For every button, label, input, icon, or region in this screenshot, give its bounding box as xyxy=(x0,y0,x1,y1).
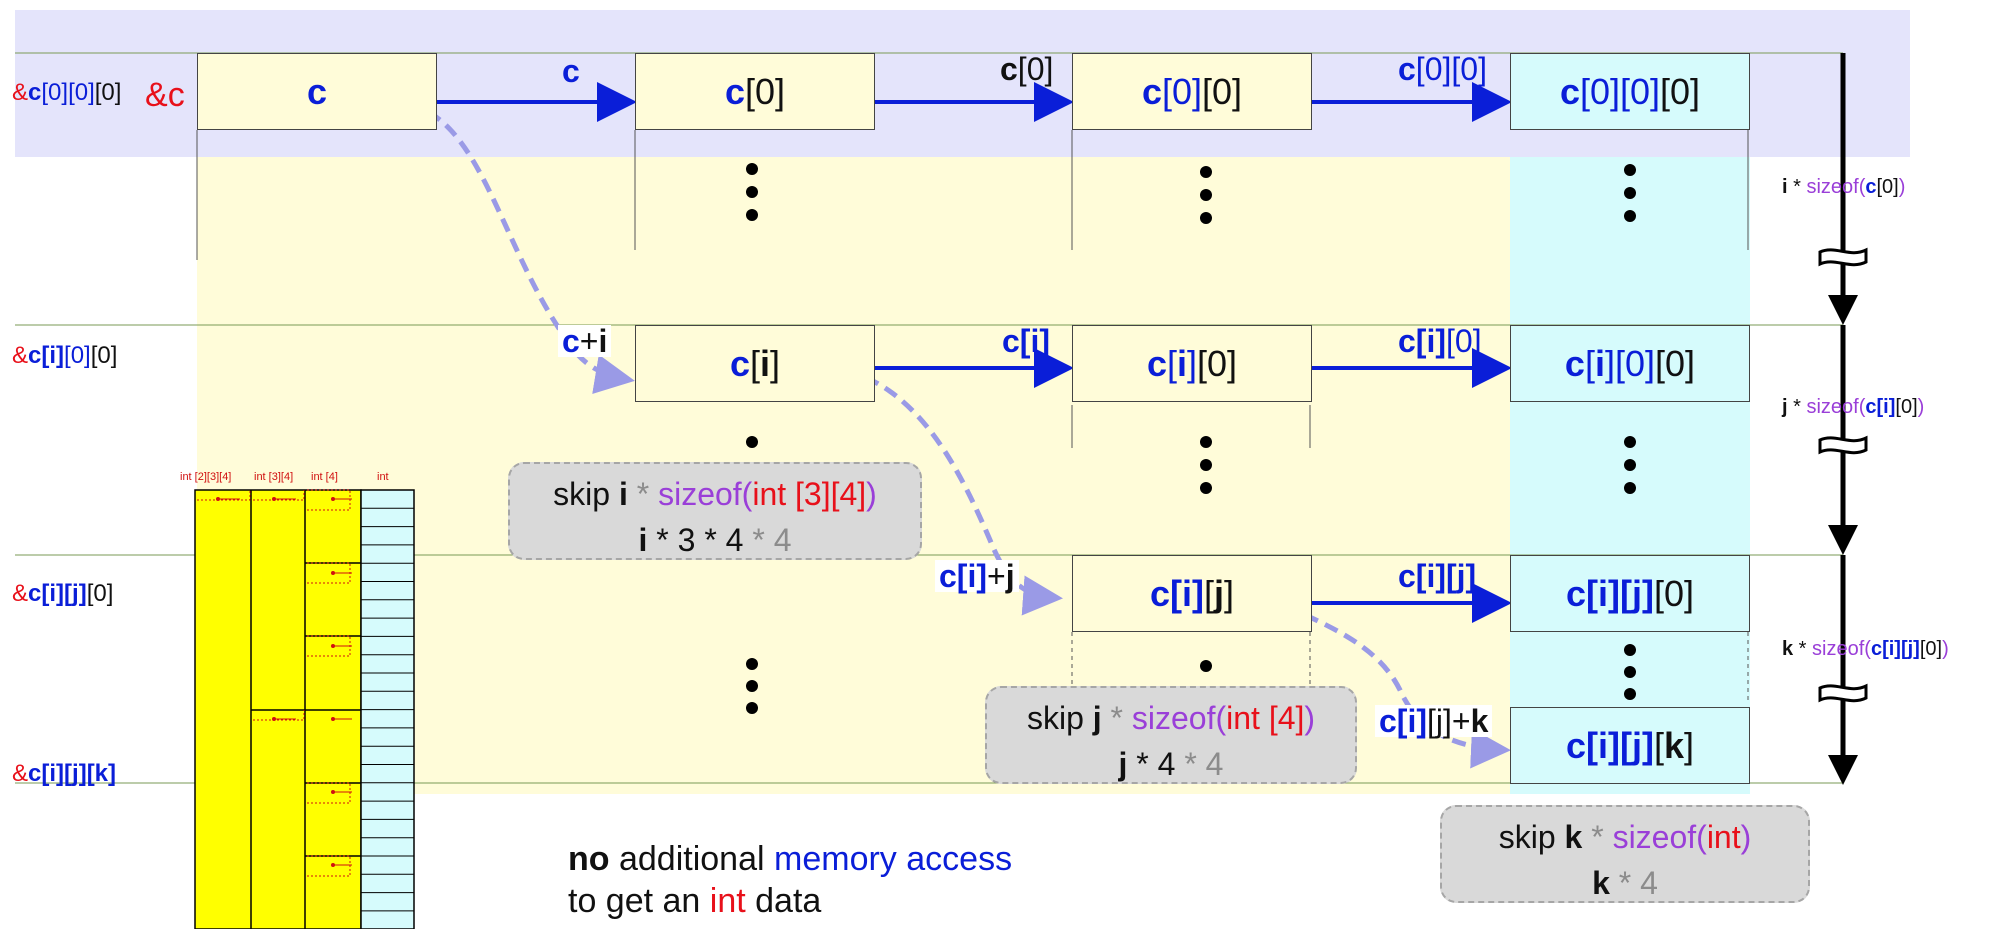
mem-header-int: int xyxy=(377,471,389,483)
arrow-label-cij: c[i][j] xyxy=(1398,558,1477,594)
stride-j: j * sizeof(c[i][0]) xyxy=(1782,396,1925,418)
box-c000: c[0][0][0] xyxy=(1510,53,1750,130)
box-c0: c[0] xyxy=(635,53,875,130)
stride-k: k * sizeof(c[i][j][0]) xyxy=(1782,638,1949,660)
arrow-label-c0: c[0] xyxy=(1000,51,1054,87)
box-cij0: c[i][j][0] xyxy=(1510,555,1750,632)
mem-header-int4: int [4] xyxy=(311,471,338,483)
label-c-plus-i: c+i xyxy=(558,325,612,357)
addr-ci00: &c[i][0][0] xyxy=(12,342,118,369)
memory-layout-graphic xyxy=(194,489,415,929)
box-c00: c[0][0] xyxy=(1072,53,1312,130)
arrow-label-c00: c[0][0] xyxy=(1398,51,1487,87)
mem-header-int34: int [3][4] xyxy=(254,471,294,483)
arrow-label-ci0: c[i][0] xyxy=(1398,323,1482,359)
cyan-column xyxy=(1510,157,1750,794)
mem-header-int234: int [2][3][4] xyxy=(180,471,232,483)
arrow-label-ci: c[i] xyxy=(1002,323,1050,359)
box-ci: c[i] xyxy=(635,325,875,402)
box-ci0: c[i][0] xyxy=(1072,325,1312,402)
box-cij: c[i][j] xyxy=(1072,555,1312,632)
footer-line-2: to get an int data xyxy=(568,882,822,920)
cream-area xyxy=(197,157,1750,794)
addr-c000: &c[0][0][0] xyxy=(12,79,122,106)
box-c: c xyxy=(197,53,437,130)
arrow-label-c: c xyxy=(562,53,580,89)
note-skip-i: skip i * sizeof(int [3][4]) i * 3 * 4 * … xyxy=(508,462,922,560)
note-skip-j: skip j * sizeof(int [4]) j * 4 * 4 xyxy=(985,686,1357,784)
note-skip-k: skip k * sizeof(int) k * 4 xyxy=(1440,805,1810,903)
addr-c: &c xyxy=(145,76,185,114)
footer-line-1: no additional memory access xyxy=(568,840,1013,878)
box-cijk: c[i][j][k] xyxy=(1510,707,1750,784)
box-ci00: c[i][0][0] xyxy=(1510,325,1750,402)
addr-cij0: &c[i][j][0] xyxy=(12,580,114,607)
label-cij-plus-k: c[i][j]+k xyxy=(1375,705,1493,737)
stride-i: i * sizeof(c[0]) xyxy=(1782,176,1906,198)
addr-cijk: &c[i][j][k] xyxy=(12,760,117,787)
label-ci-plus-j: c[i]+j xyxy=(935,560,1019,592)
